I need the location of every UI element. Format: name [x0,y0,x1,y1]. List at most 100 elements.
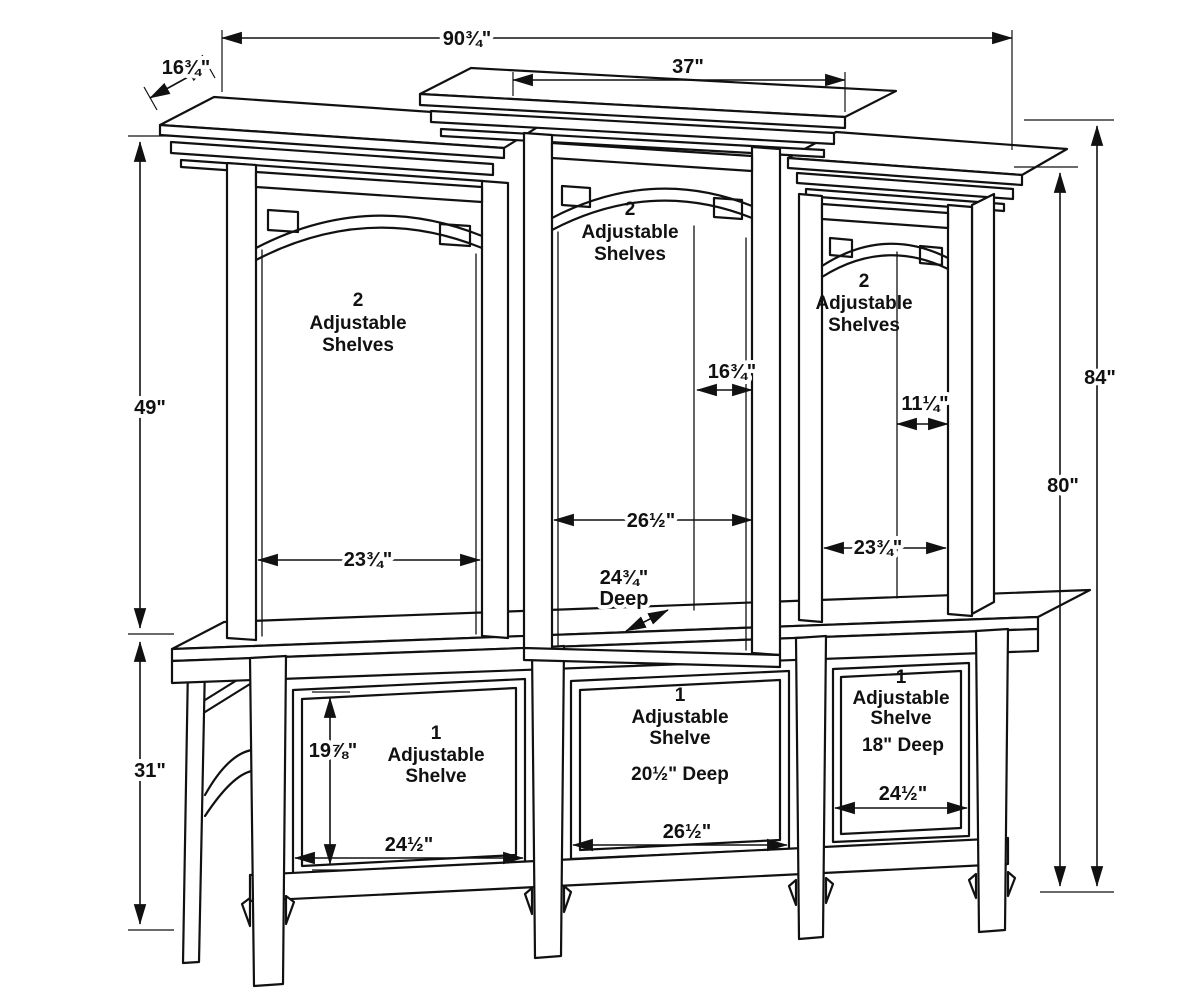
base-rear-left-leg [181,662,207,965]
left-cornice-cap [158,123,506,160]
base-leg-mid-left [530,644,566,960]
upper-center-word1: Adjustable [581,222,678,243]
dim-overall-height: 84" [1024,119,1120,893]
left-top-rail [254,170,484,204]
dim-center-depth: 24¾" Deep [596,563,669,632]
base-left-label: 1 Adjustable Shelve [387,723,484,787]
upper-right-word1: Adjustable [815,293,912,314]
upper-left-word2: Shelves [322,335,394,356]
left-post-left [225,161,258,642]
center-spandrel-details [560,184,744,221]
dim-left-opening-width: 23¾" [257,545,481,575]
dim-side-height: 80" [1014,166,1083,887]
right-side-face [970,192,996,616]
base-left-side-rails [203,670,254,818]
base-leg-mid-right [794,634,828,941]
base-left-word2: Shelve [405,766,466,787]
dim-upper-section-height: 49" [128,135,174,635]
left-cornice-molding [169,140,495,177]
dim-top-depth-label: 16¾" [162,57,210,79]
right-top-rail [820,202,950,230]
base-left-word1: Adjustable [387,745,484,766]
upper-right-label: 2 Adjustable Shelves [815,271,912,336]
dim-center-opening-width-label: 26½" [627,510,675,532]
dim-base-opening-height-ticks [312,691,350,871]
dim-base-height: 31" [128,641,174,931]
base-leg-front-left [248,654,288,988]
base-center-count: 1 [675,685,686,706]
dim-center-depth-arrow [625,609,669,632]
base-leg-front-right [974,627,1010,934]
dim-right-side-depth: 11¼" [896,389,953,431]
upper-center-label: 2 Adjustable Shelves [581,199,678,265]
dim-overall-height-extensions [1024,119,1114,893]
base-center-word2: Shelve [649,728,710,749]
base-panel-right [831,661,971,844]
base-leg-corbels [240,870,1017,928]
base-left-count: 1 [431,723,442,744]
center-interior-edges [557,225,747,651]
right-tower [786,130,1069,624]
dim-center-depth-word: Deep [600,588,649,610]
right-arch [820,242,950,279]
dim-base-right-opening: 24½" [834,779,968,815]
dim-upper-side-depth: 16¾" [696,357,760,397]
dim-base-right-opening-label: 24½" [879,783,927,805]
left-arch [254,214,484,262]
dim-right-opening-width: 23¾" [823,533,947,563]
upper-left-word1: Adjustable [309,313,406,334]
dim-base-opening-height-label: 19⅞" [309,740,357,762]
dim-right-side-depth-label: 11¼" [901,393,948,415]
dim-base-opening-height: 19⅞" [305,691,361,871]
dim-center-opening-width: 26½" [553,506,753,536]
dim-top-depth: 16¾" [143,53,216,111]
dim-overall-width: 90¾" [221,24,1013,150]
dim-upper-section-height-label: 49" [134,397,166,419]
dim-upper-section-height-ticks [128,135,174,635]
center-tower [418,66,898,669]
dim-base-height-label: 31" [134,760,166,782]
base-center-depth: 20½" Deep [631,764,729,785]
dim-right-opening-width-label: 23¾" [854,537,902,559]
section-labels: 2 Adjustable Shelves 2 Adjustable Shelve… [309,199,949,787]
right-cornice-molding [795,171,1015,201]
upper-center-count: 2 [625,199,636,220]
dim-upper-side-depth-label: 16¾" [708,361,756,383]
dim-left-opening-width-label: 23¾" [344,549,392,571]
center-post-right [750,145,782,657]
dim-overall-width-label: 90¾" [443,28,491,50]
right-post-left [797,192,824,624]
upper-center-word2: Shelves [594,244,666,265]
base-right-word1: Adjustable [852,688,949,709]
dimension-annotations: 90¾" 37" 16¾" 49" 31" 84" [128,24,1120,931]
center-post-left [522,131,554,652]
dim-base-center-opening: 26½" [572,817,788,852]
dim-overall-height-label: 84" [1084,367,1116,389]
left-post-inner-edges [261,249,477,637]
dim-top-depth-arrow [149,65,209,99]
dim-base-center-opening-label: 26½" [663,821,711,843]
center-top-rail [550,141,754,173]
left-post-right [480,179,510,640]
dim-base-left-opening-label: 24½" [385,834,433,856]
dim-center-top-width-label: 37" [672,56,704,78]
dim-base-left-opening: 24½" [294,830,524,865]
base-center-word1: Adjustable [631,707,728,728]
right-cornice-cap [786,156,1024,187]
base-right-label: 1 Adjustable Shelve 18" Deep [852,667,949,756]
base-right-count: 1 [896,667,907,688]
center-base-platform [522,646,782,669]
base-center-label: 1 Adjustable Shelve 20½" Deep [631,685,729,785]
dim-center-depth-value: 24¾" [600,567,648,589]
right-post-right [946,203,974,618]
upper-right-count: 2 [859,271,870,292]
right-spandrel-details [828,236,944,267]
upper-left-label: 2 Adjustable Shelves [309,290,406,356]
center-cornice-cap [418,92,847,130]
base-cabinet [170,588,1092,988]
upper-left-count: 2 [353,290,364,311]
center-cornice-molding [429,109,836,146]
base-right-word2: Shelve [870,708,931,729]
